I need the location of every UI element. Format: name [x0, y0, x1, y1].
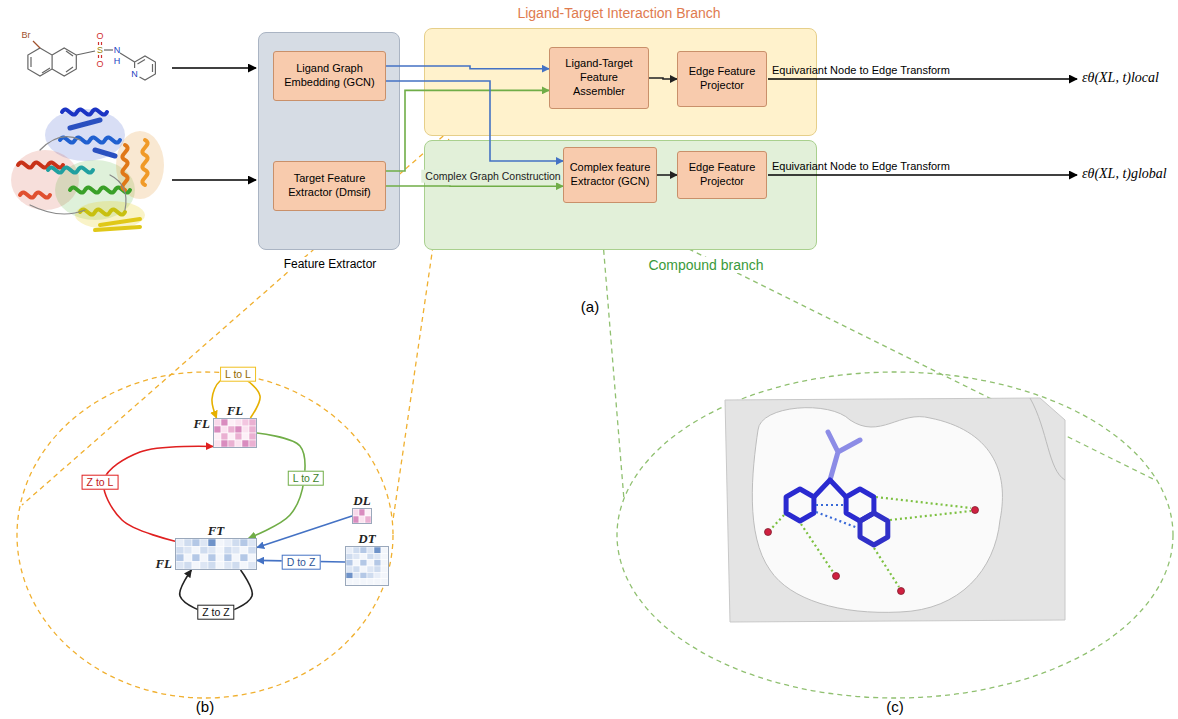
- output-label: εθ(XL, t)global: [1082, 166, 1167, 182]
- edge-label: Z to L: [82, 475, 119, 490]
- connector: [104, 446, 213, 541]
- transform-label: Equivariant Node to Edge Transform: [772, 64, 950, 77]
- matrix-cells: [353, 509, 371, 523]
- interaction-branch-panel: Ligand-Target Interaction BranchLigand-T…: [424, 28, 817, 136]
- connector: [386, 185, 563, 187]
- connector: [649, 78, 677, 79]
- box-label: Edge Feature Projector: [682, 161, 762, 189]
- feature-matrix: FTFL: [175, 538, 257, 570]
- matrix-symbol: FL: [155, 557, 172, 571]
- compound-branch-panel: Compound branchComplex feature Extractor…: [424, 140, 817, 250]
- process-box: Ligand-Target Feature Assembler: [549, 47, 649, 109]
- matrix-cells: [214, 419, 256, 447]
- edge-label: D to Z: [282, 555, 321, 570]
- output-label: εθ(XL, t)local: [1082, 70, 1159, 86]
- panel-title: Ligand-Target Interaction Branch: [514, 5, 723, 21]
- process-box: Edge Feature Projector: [677, 151, 767, 199]
- atom-label: S: [97, 45, 103, 55]
- process-box: Target Feature Extractor (Dmsif): [273, 161, 386, 211]
- panel-title: Compound branch: [645, 257, 766, 273]
- ligand-molecule: [28, 41, 155, 80]
- edge-label: L to L: [220, 367, 256, 382]
- matrix-symbol: FL: [193, 417, 210, 431]
- connector: [386, 81, 563, 161]
- figure-label: (a): [581, 298, 599, 315]
- connector: [386, 66, 549, 69]
- distance-matrix: DL: [352, 508, 372, 524]
- connector: [249, 433, 305, 538]
- protein-structure: [11, 109, 164, 230]
- figure-label: (b): [196, 698, 214, 715]
- edge-label: Complex Graph Construction: [421, 170, 564, 183]
- edge-label: L to Z: [288, 471, 324, 486]
- output-arrow: [768, 78, 1077, 80]
- atom-label: Br: [22, 30, 31, 40]
- box-label: Complex feature Extractor (GCN): [568, 161, 652, 189]
- atom-label: O: [96, 59, 103, 69]
- callout-leaders: [17, 130, 1173, 698]
- box-label: Edge Feature Projector: [682, 65, 762, 93]
- atom-label: N: [114, 45, 121, 55]
- process-box: Ligand Graph Embedding (GCN): [273, 51, 386, 101]
- matrix-symbol: FT: [208, 524, 225, 538]
- atom-label: O: [96, 31, 103, 41]
- binding-pocket: [725, 398, 1065, 622]
- connector: [212, 376, 260, 418]
- panel-title: Feature Extractor: [281, 257, 380, 271]
- feature-extractor-panel: Feature ExtractorLigand Graph Embedding …: [258, 32, 400, 250]
- feature-matrix: FLFL: [213, 418, 257, 448]
- matrix-symbol: DL: [353, 494, 370, 508]
- atom-label: H: [114, 56, 121, 66]
- figure-label: (c): [886, 698, 904, 715]
- connector: [657, 174, 677, 176]
- connector: [386, 90, 549, 171]
- process-box: Edge Feature Projector: [677, 51, 767, 107]
- connector: [257, 516, 352, 548]
- process-box: Complex feature Extractor (GCN): [563, 147, 657, 203]
- transform-label: Equivariant Node to Edge Transform: [772, 160, 950, 173]
- matrix-cells: [346, 547, 388, 585]
- output-arrow: [768, 174, 1077, 176]
- box-label: Ligand Graph Embedding (GCN): [278, 62, 381, 90]
- box-label: Ligand-Target Feature Assembler: [554, 57, 644, 98]
- atom-label: N: [131, 69, 138, 79]
- matrix-symbol: FL: [227, 404, 244, 418]
- matrix-symbol: DT: [358, 532, 375, 546]
- distance-matrix: DT: [345, 546, 389, 586]
- matrix-cells: [176, 539, 256, 569]
- input-arrows: [172, 68, 256, 180]
- edge-label: Z to Z: [197, 605, 234, 620]
- box-label: Target Feature Extractor (Dmsif): [278, 172, 381, 200]
